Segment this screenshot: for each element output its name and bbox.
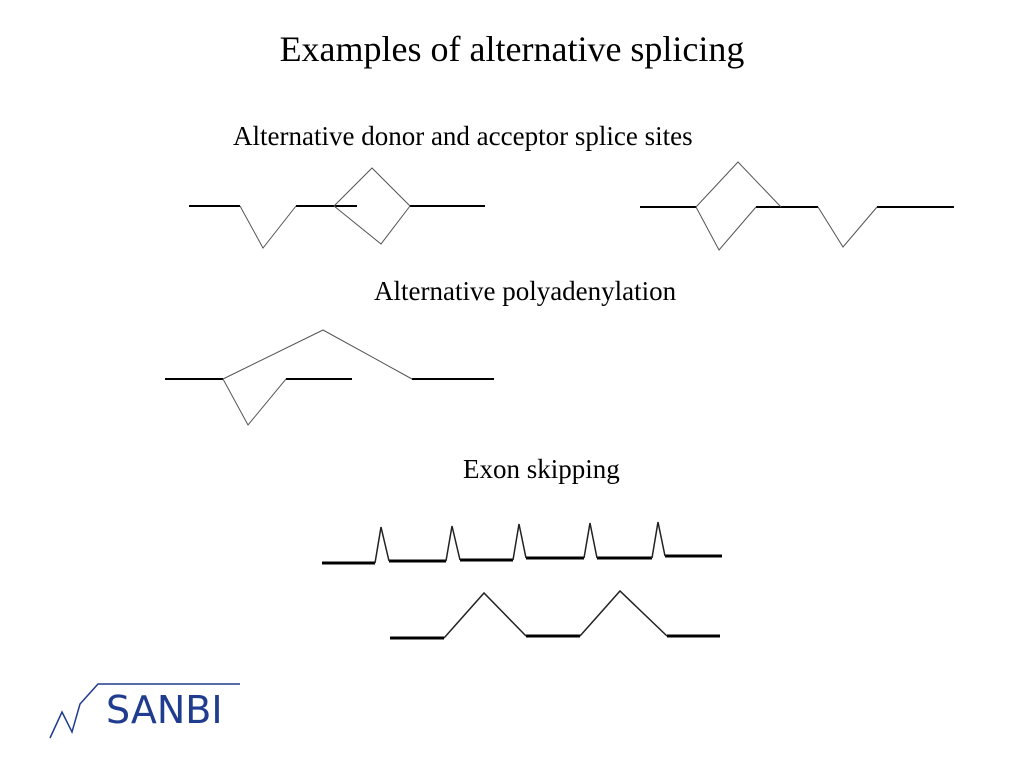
slide-title: Examples of alternative splicing — [279, 29, 745, 69]
intron-junction — [443, 591, 527, 639]
intron-junction-alternative — [222, 329, 413, 380]
sanbi-logo-mark — [49, 683, 240, 739]
intron-junction — [579, 589, 668, 637]
exon-skipping-heading: Exon skipping — [463, 454, 620, 484]
radical-sign-icon — [49, 683, 240, 739]
sanbi-logo-text: SANBI — [106, 688, 223, 732]
intron-junction — [512, 523, 527, 561]
intron-junction — [333, 205, 411, 245]
intron-junction — [374, 526, 390, 564]
intron-junction — [583, 522, 598, 559]
polyadenylation-heading: Alternative polyadenylation — [374, 276, 677, 306]
exon-skipping-skipped-diagram — [390, 589, 720, 640]
intron-junction-alternative — [333, 167, 411, 207]
polyadenylation-diagram — [165, 329, 494, 426]
intron-junction — [445, 525, 461, 562]
intron-junction — [695, 206, 757, 251]
intron-junction — [239, 205, 297, 249]
intron-junction — [651, 521, 666, 559]
intron-junction — [817, 206, 878, 248]
donor-acceptor-left-diagram — [189, 167, 485, 249]
intron-junction — [222, 378, 287, 426]
donor-acceptor-right-diagram — [640, 161, 954, 251]
intron-junction-alternative — [695, 161, 782, 208]
exon-skipping-full-diagram — [322, 521, 722, 565]
donor-acceptor-heading: Alternative donor and acceptor splice si… — [233, 121, 693, 151]
